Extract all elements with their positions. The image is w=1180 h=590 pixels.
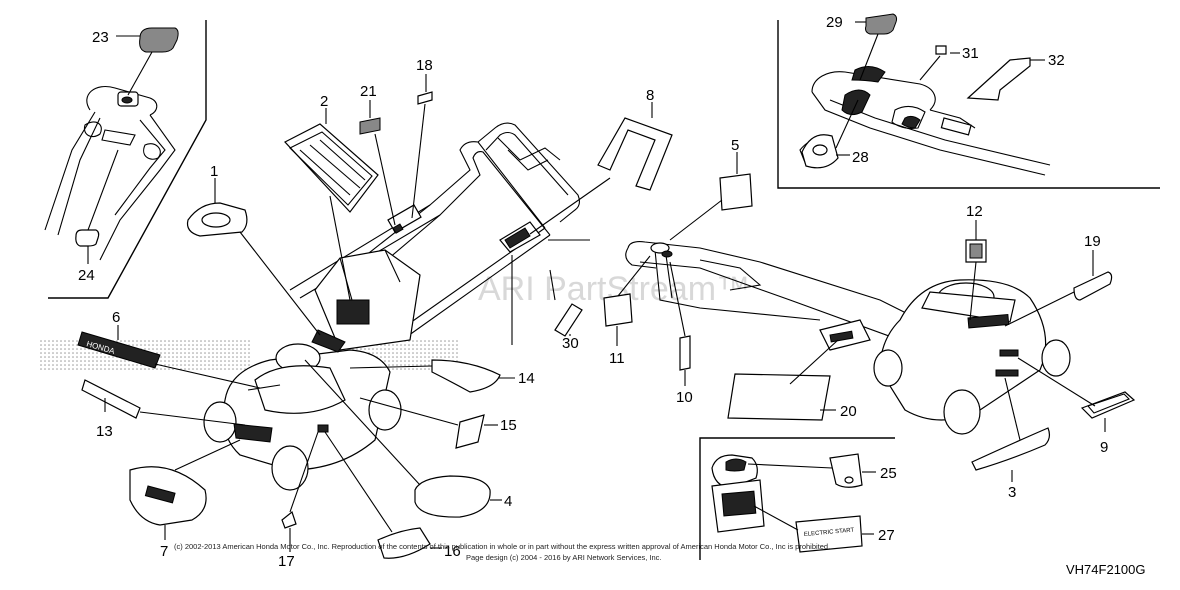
callout-30[interactable]: 30 (562, 335, 579, 352)
callout-14[interactable]: 14 (518, 370, 535, 387)
copyright-text: (c) 2002-2013 American Honda Motor Co., … (174, 542, 830, 551)
label-28-part (801, 134, 839, 169)
callout-31[interactable]: 31 (962, 45, 979, 62)
callout-4[interactable]: 4 (504, 493, 512, 510)
callout-2[interactable]: 2 (320, 93, 328, 110)
label-17-part (281, 510, 297, 529)
callout-18[interactable]: 18 (416, 57, 433, 74)
callout-3[interactable]: 3 (1008, 484, 1016, 501)
callout-29[interactable]: 29 (826, 14, 843, 31)
label-27-part: ELECTRIC START (795, 515, 863, 553)
electric-start-inset-drawing (711, 454, 765, 533)
inset-frame-handle-right (777, 20, 1160, 189)
label-29-part (865, 13, 898, 35)
label-9-part (1080, 391, 1136, 419)
callout-28[interactable]: 28 (852, 149, 869, 166)
label-4-part (414, 475, 491, 518)
label-8-part (597, 117, 673, 191)
callout-numbers: 1 2 3 4 5 6 7 8 9 10 11 12 13 14 15 16 1… (78, 14, 1108, 570)
label-14-part (431, 359, 501, 393)
label-21-part (359, 117, 381, 135)
label-24-part (75, 229, 100, 247)
callout-32[interactable]: 32 (1048, 52, 1065, 69)
callout-8[interactable]: 8 (646, 87, 654, 104)
callout-13[interactable]: 13 (96, 423, 113, 440)
honda-stripe-dots (40, 340, 460, 370)
callout-9[interactable]: 9 (1100, 439, 1108, 456)
callout-25[interactable]: 25 (880, 465, 897, 482)
inset-frame-handle (48, 20, 207, 299)
label-15-part (455, 414, 485, 449)
callout-20[interactable]: 20 (840, 403, 857, 420)
handle-inset-right-drawing (799, 66, 1051, 176)
label-32-part (966, 57, 1031, 101)
label-20-part (727, 373, 831, 421)
callout-6[interactable]: 6 (112, 309, 120, 326)
callout-16[interactable]: 16 (444, 543, 461, 560)
callout-19[interactable]: 19 (1084, 233, 1101, 250)
callout-5[interactable]: 5 (731, 137, 739, 154)
handle-inset-drawing (44, 86, 176, 261)
label-25-part (829, 453, 863, 488)
callout-17[interactable]: 17 (278, 553, 295, 570)
label-18-part (417, 91, 433, 105)
label-3-part (971, 427, 1051, 471)
callout-24[interactable]: 24 (78, 267, 95, 284)
label-30-part (554, 303, 583, 337)
callout-11[interactable]: 11 (609, 350, 625, 367)
label-1-part (186, 202, 248, 237)
label-10-part (679, 335, 691, 371)
label-7-part (129, 466, 207, 526)
callout-12[interactable]: 12 (966, 203, 983, 220)
callout-7[interactable]: 7 (160, 543, 168, 560)
callout-1[interactable]: 1 (210, 163, 218, 180)
electric-start-text: ELECTRIC START (804, 528, 855, 538)
callout-27[interactable]: 27 (878, 527, 895, 544)
label-5-part (719, 173, 753, 211)
label-2-part (284, 123, 379, 213)
label-16-part (377, 527, 431, 559)
label-31-part (935, 45, 947, 55)
diagram-code: VH74F2100G (1066, 562, 1146, 577)
mower-right-drawing (625, 241, 1071, 435)
callout-23[interactable]: 23 (92, 29, 109, 46)
page-design-text: Page design (c) 2004 - 2016 by ARI Netwo… (466, 553, 662, 562)
label-11-part (603, 293, 633, 327)
inset-frame-electric-start (699, 437, 895, 560)
label-12-part (965, 239, 987, 263)
label-19-part (1073, 271, 1113, 301)
label-13-part (81, 379, 141, 419)
label-23-part (139, 27, 179, 53)
callout-15[interactable]: 15 (500, 417, 517, 434)
callout-10[interactable]: 10 (676, 389, 693, 406)
callout-21[interactable]: 21 (360, 83, 377, 100)
